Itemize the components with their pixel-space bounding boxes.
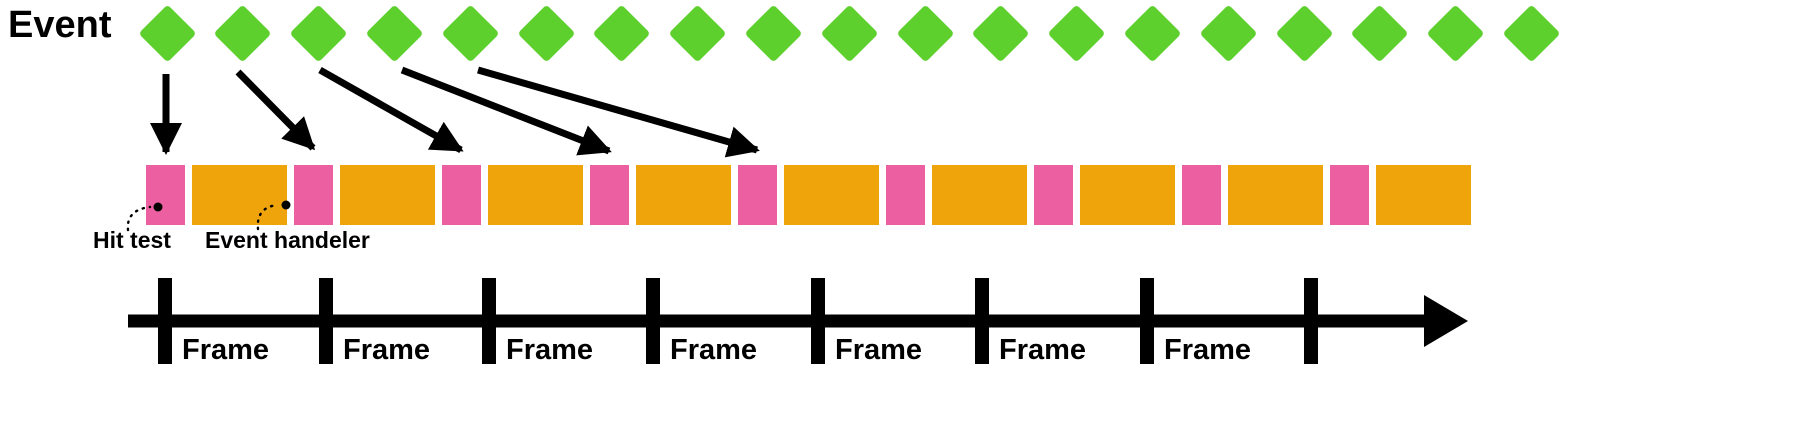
hit-test-segment: [146, 165, 185, 225]
event-diamond-icon: [1350, 4, 1409, 62]
event-diamond-icon: [820, 4, 879, 62]
event-diamond-icon: [971, 4, 1030, 62]
timeline-arrowhead-icon: [1424, 295, 1468, 347]
hit-test-segment: [1330, 165, 1369, 225]
timeline-tick: [319, 278, 333, 364]
event-diamond-icon: [1502, 4, 1561, 62]
event-handler-segment: [192, 165, 287, 225]
event-handler-segment: [488, 165, 583, 225]
hit-test-segment: [738, 165, 777, 225]
frame-timeline: [128, 278, 1468, 364]
timeline-tick: [646, 278, 660, 364]
frame-label: Frame: [1164, 334, 1252, 366]
event-diamond-icon: [668, 4, 727, 62]
frame-label: Frame: [999, 334, 1087, 366]
hit-test-segment: [590, 165, 629, 225]
event-diamond-icon: [1199, 4, 1258, 62]
event-diamond-icon: [365, 4, 424, 62]
event-dispatch-arrow: [400, 66, 612, 156]
event-diamond-icon: [1047, 4, 1106, 62]
frame-label: Frame: [670, 334, 758, 366]
event-handler-segment: [636, 165, 731, 225]
frame-label: Frame: [343, 334, 431, 366]
event-dispatch-arrows: [150, 66, 760, 158]
hit-test-segment: [294, 165, 333, 225]
event-diamond-icon: [441, 4, 500, 62]
frame-label: Frame: [182, 334, 270, 366]
event-dispatch-arrow: [235, 69, 316, 151]
timeline-tick: [158, 278, 172, 364]
event-handler-segment: [1228, 165, 1323, 225]
event-diamond-icon: [592, 4, 651, 62]
hit-test-segment: [442, 165, 481, 225]
event-dispatch-arrow: [477, 66, 760, 158]
event-handler-label: Event handeler: [205, 227, 370, 253]
hit-test-segment: [1034, 165, 1073, 225]
event-diamond-icon: [1426, 4, 1485, 62]
timeline-tick: [1140, 278, 1154, 364]
event-handler-segment: [784, 165, 879, 225]
event-diamond-icon: [517, 4, 575, 62]
hit-test-segment: [1182, 165, 1221, 225]
event-diamond-icon: [138, 4, 196, 62]
event-diamond-icon: [1123, 4, 1182, 62]
event-handler-segment: [340, 165, 435, 225]
event-dispatch-arrow: [318, 66, 464, 154]
timeline-tick: [482, 278, 496, 364]
timeline-tick: [811, 278, 825, 364]
event-handler-segment: [932, 165, 1027, 225]
hit-test-segment: [886, 165, 925, 225]
event-diamond-icon: [289, 4, 348, 62]
frame-label: Frame: [835, 334, 923, 366]
timeline-tick: [975, 278, 989, 364]
event-label: Event: [8, 4, 112, 46]
event-handler-segment: [1080, 165, 1175, 225]
event-diamond-icon: [213, 4, 272, 62]
frame-label: Frame: [506, 334, 594, 366]
hit-test-label: Hit test: [93, 227, 171, 253]
event-diamond-icon: [896, 4, 954, 62]
event-handler-segment: [1376, 165, 1471, 225]
timeline-tick: [1304, 278, 1318, 364]
event-diamond-icon: [744, 4, 803, 62]
event-diamond-icon: [1275, 4, 1333, 62]
